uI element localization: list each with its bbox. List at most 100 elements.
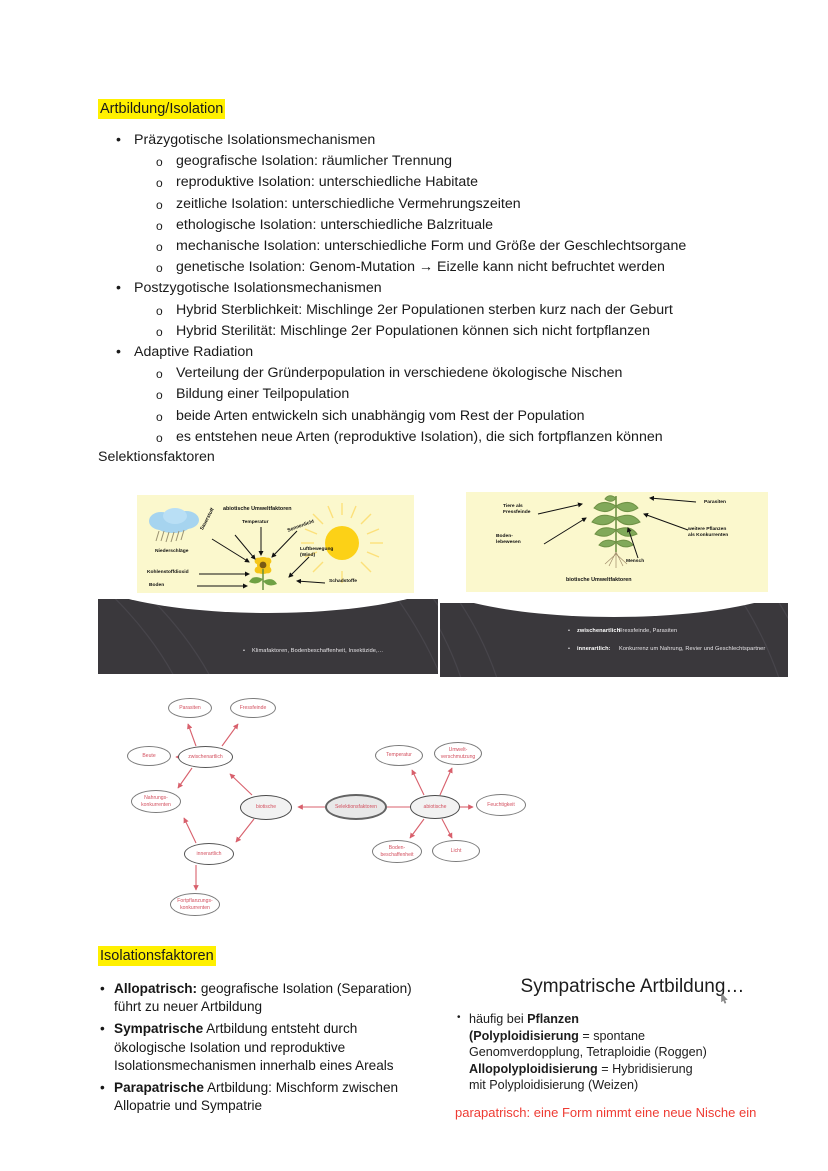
outline-item-label: Postzygotische Isolationsmechanismen [134,280,382,297]
list-marker: o [156,176,163,191]
bullet-marker: • [568,646,571,652]
list-marker: o [156,261,163,276]
mindmap-node-temperatur: Temperatur [375,745,423,766]
list-marker: o [156,388,163,403]
biotic-scene [537,495,697,568]
biotic-arrows [537,495,697,559]
slide-bullet-text: Klimafaktoren, Bodenbeschaffenheit, Inse… [252,648,384,654]
outline-item-level1: • Postzygotische Isolationsmechanismen [98,278,798,299]
list-marker: o [156,197,163,212]
isolation-type-item: • Parapatrische Artbildung: Mischform zwi… [98,1079,418,1115]
mindmap-node-abiotische: abiotische [410,795,460,819]
label-kohlenstoffdioxid: Kohlenstoffdioxid [147,570,189,575]
list-marker: • [116,280,121,297]
mindmap-node-parasiten: Parasiten [168,698,212,718]
slide-line-polyploidisierung: (Polyploidisierung = spontane [455,1028,800,1045]
sympatrische-artbildung-slide: Sympatrische Artbildung… • häufig bei Pfl… [455,975,800,1121]
bullet-marker: • [568,628,571,634]
figure-abiotic-caption: abiotische Umweltfaktoren [223,506,292,512]
bullet-marker: • [100,1080,105,1096]
outline-item-label: ethologische Isolation: unterschiedliche… [176,216,494,233]
mindmap-node-umwelt: Umwelt- verschmutzung [434,742,482,765]
bullet-marker: • [457,1012,461,1023]
slide-bullet: • innerartlich: Konkurrenz um Nahrung, Rev… [568,645,783,654]
slide-abiotic-bullets: • Klimafaktoren, Bodenbeschaffenheit, Ins… [98,599,438,674]
isolation-type-item: •Sympatrische Artbildung entsteht durch … [98,1020,418,1075]
section-label-selektionsfaktoren: Selektionsfaktoren [98,449,215,465]
text-polyploidisierung: (Polyploidisierung [469,1028,579,1043]
figure-biotic-caption: biotische Umweltfaktoren [566,577,632,583]
slide-note-parapatrisch: parapatrisch: eine Form nimmt eine neue … [455,1104,757,1120]
outline-item-label: Hybrid Sterblichkeit: Mischlinge 2er Pop… [176,301,673,318]
roots [604,551,628,568]
outline-item-label: genetische Isolation: Genom-Mutation → E… [176,259,665,276]
slide-biotic-bullets: •zwischenartlich:Fressfeinde, Parasiten•… [440,603,788,677]
text-haeufig-bei: häufig bei [469,1012,528,1026]
label-parasiten: Parasiten [704,500,727,505]
outline-item-label: Verteilung der Gründerpopulation in vers… [176,365,623,382]
page-title-artbildung: Artbildung/Isolation [98,99,226,119]
isolation-type-name: Parapatrische [114,1080,204,1096]
slide-right-bullet-list: •zwischenartlich:Fressfeinde, Parasiten•… [568,627,783,663]
list-marker: o [156,218,163,233]
plant-icon [591,495,641,552]
mindmap-edges [175,723,474,891]
label-boden: Boden [149,583,165,588]
slide-bullet-label: innerartlich: [577,646,611,652]
mindmap-node-beute: Beute [127,746,171,766]
outline-item-label: reproduktive Isolation: unterschiedliche… [176,174,479,191]
text-pflanzen: Pflanzen [527,1012,579,1026]
slide-bullet-pflanzen: • häufig bei Pflanzen [455,1011,800,1028]
mindmap-node-licht: Licht [432,840,480,862]
sun-icon [301,503,383,583]
label-temperatur: Temperatur [242,520,269,525]
mindmap-node-biotische: biotische [240,795,292,820]
slide-title: Sympatrische Artbildung… [465,975,800,1004]
outline-item-label: Bildung einer Teilpopulation [176,386,350,403]
list-marker: o [156,409,163,424]
slide-bullet-text: Konkurrenz um Nahrung, Revier und Geschl… [619,646,766,652]
label-mensch: Mensch [626,559,645,564]
isolation-type-description: geografische Isolation (Separation) führ… [114,981,412,1015]
outline-item-level2: o beide Arten entwickeln sich unabhängig … [98,406,798,427]
mindmap-node-fressfeinde: Fressfeinde [230,698,276,718]
outline-item-label: es entstehen neue Arten (reproduktive Is… [176,428,663,445]
list-marker: o [156,430,163,445]
outline-item-level2: o reproduktive Isolation: unterschiedlich… [98,172,798,193]
outline-item-level2: o ethologische Isolation: unterschiedlich… [98,215,798,236]
slide-bullet-text: Fressfeinde, Parasiten [619,628,678,634]
slide-left-bullet-list: • Klimafaktoren, Bodenbeschaffenheit, Ins… [243,647,433,665]
text-allopolyploidisierung: Allopolyploidisierung [469,1061,598,1076]
mindmap-node-fortpflanz: Fortpflanzungs- konkurrenten [170,893,220,916]
label-luftbewegung: Luftbewegung(Wind) [300,547,334,558]
mindmap-node-bodenbesch: Boden- beschaffenheit [372,840,422,863]
outline-item-level1: •Adaptive Radiation [98,342,798,363]
label-schadstoffe: Schadstoffe [329,579,357,584]
slide-line-allopolyploidisierung: Allopolyploidisierung = Hybridisierung [455,1061,800,1078]
outline-item-level2: o zeitliche Isolation: unterschiedliche V… [98,194,798,215]
bullet-marker: • [243,648,246,654]
outline-item-label: Adaptive Radiation [134,344,254,361]
mindmap-node-nahrung: Nahrungs- konkurrenten [131,790,181,813]
decorative-arcs [440,603,788,677]
outline-item-label: zeitliche Isolation: unterschiedliche Ve… [176,195,521,212]
slide-bullet: •zwischenartlich:Fressfeinde, Parasiten [568,627,783,636]
isolation-types-list: •Allopatrisch: geografische Isolation (S… [98,980,418,1119]
outline-item-label: beide Arten entwickeln sich unabhängig v… [176,407,585,424]
outline-item-label: mechanische Isolation: unterschiedliche … [176,238,687,255]
list-marker: o [156,240,163,255]
text-spontane: = spontane [578,1028,646,1043]
list-marker: • [116,132,121,148]
isolation-type-description: Artbildung: Mischform zwischen Allopatri… [114,1080,399,1114]
page-title-isolationsfaktoren: Isolationsfaktoren [98,946,216,966]
